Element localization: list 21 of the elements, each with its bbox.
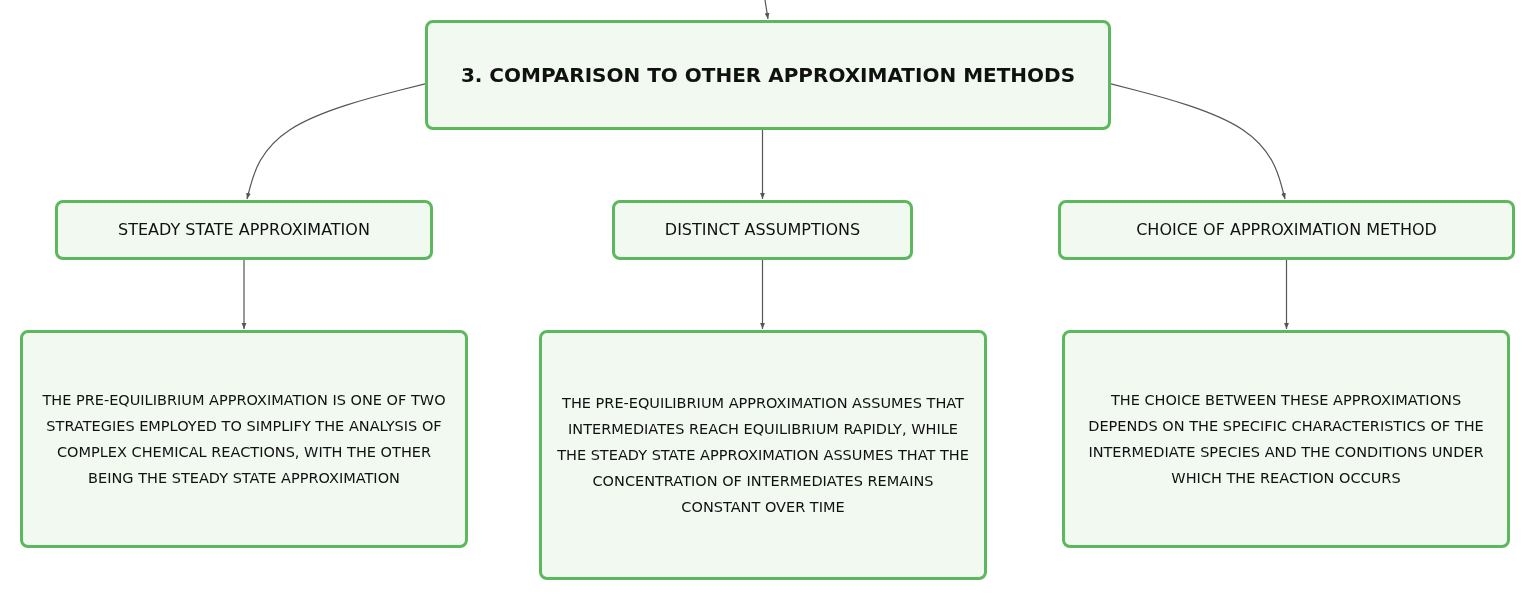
connector-arrow (760, 259, 765, 330)
label: THE PRE-EQUILIBRIUM APPROXIMATION IS ONE OF TWO STRATEGIES EMPLOYED TO SIMPLIFY THE ANALYSIS OF COMPLEX CHEMICAL REACTIONS, WITH THE OTHER BEING THE STEADY STATE APPROXIMATION (41, 390, 447, 489)
heading: 3. COMPARISON TO OTHER APPROXIMATION METHODS (460, 62, 1076, 88)
label: STEADY STATE APPROXIMATION (118, 219, 370, 241)
connector-arrow (1284, 259, 1289, 330)
text-box (539, 330, 987, 580)
connector-arrow (764, 0, 770, 20)
label: THE PRE-EQUILIBRIUM APPROXIMATION ASSUMES THAT INTERMEDIATES REACH EQUILIBRIUM RAPIDLY, WHILE THE STEADY STATE APPROXIMATION ASSUMES THAT THE CONCENTRATION OF INTERMEDIATES REMAINS CONSTANT OVER TIME (556, 393, 970, 518)
topic-box (1058, 200, 1515, 260)
label: THE CHOICE BETWEEN THESE APPROXIMATIONS DEPENDS ON THE SPECIFIC CHARACTERISTICS OF THE INTERMEDIATE SPECIES AND THE CONDITIONS UNDER WHICH THE REACTION OCCURS (1087, 390, 1485, 489)
label: CHOICE OF APPROXIMATION METHOD (1136, 219, 1437, 241)
connector-arrow (241, 259, 247, 330)
connector-arrow (760, 129, 765, 200)
label: DISTINCT ASSUMPTIONS (664, 219, 861, 241)
topic-box (425, 20, 1111, 130)
topic-box (55, 200, 433, 260)
connector-arrow (246, 83, 426, 200)
connector-arrow (1110, 83, 1286, 200)
topic-box (612, 200, 913, 260)
text-box (1062, 330, 1510, 548)
text-box (20, 330, 468, 548)
